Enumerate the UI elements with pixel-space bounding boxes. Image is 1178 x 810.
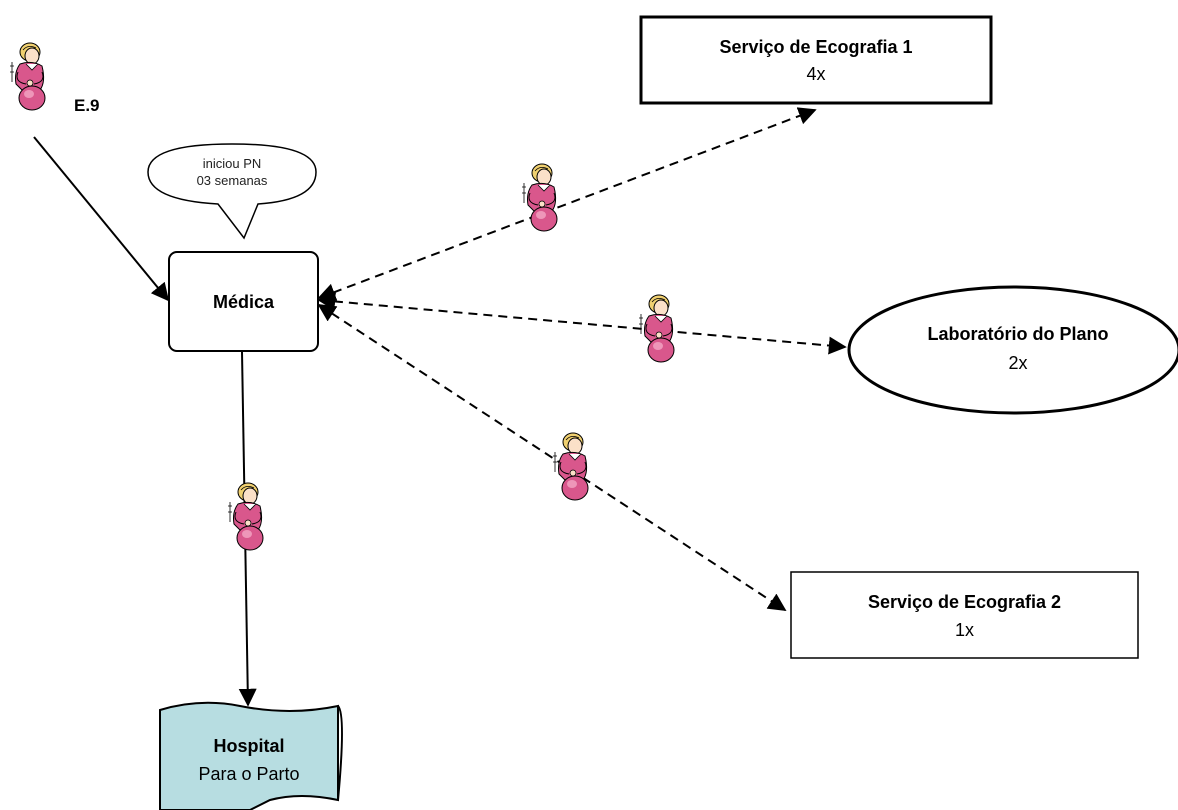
eco2-title: Serviço de Ecografia 2 — [867, 592, 1062, 612]
dashed-arrow-medica-lab — [317, 292, 847, 355]
bubble-text-line1: iniciou PN — [202, 156, 262, 171]
lab-ellipse — [847, 285, 1178, 415]
eco2-box — [790, 571, 1139, 659]
hospital-title: Hospital — [213, 736, 285, 756]
pregnant-woman-icon — [9, 42, 46, 111]
pregnant-woman-icon — [638, 294, 675, 363]
eco1-count: 4x — [806, 64, 826, 84]
patient-label: E.9 — [74, 96, 100, 115]
hospital-subtitle: Para o Parto — [198, 764, 300, 784]
speech-bubble — [147, 143, 317, 240]
arrow-e9-to-medica — [33, 136, 170, 302]
pregnant-woman-icon — [552, 432, 589, 501]
bubble-text-line2: 03 semanas — [196, 173, 268, 188]
eco2-count: 1x — [954, 620, 974, 640]
lab-title: Laboratório do Plano — [927, 324, 1109, 344]
lab-count: 2x — [1008, 353, 1028, 373]
medica-label: Médica — [212, 292, 275, 312]
dashed-arrow-medica-eco1 — [317, 107, 817, 301]
eco1-box — [639, 15, 993, 105]
eco1-title: Serviço de Ecografia 1 — [719, 37, 913, 57]
pregnant-woman-icon — [521, 163, 558, 232]
pregnant-woman-icon — [227, 482, 264, 551]
hospital-document-shape — [159, 701, 339, 810]
dashed-arrow-medica-eco2 — [317, 304, 787, 611]
medica-box — [168, 251, 319, 352]
